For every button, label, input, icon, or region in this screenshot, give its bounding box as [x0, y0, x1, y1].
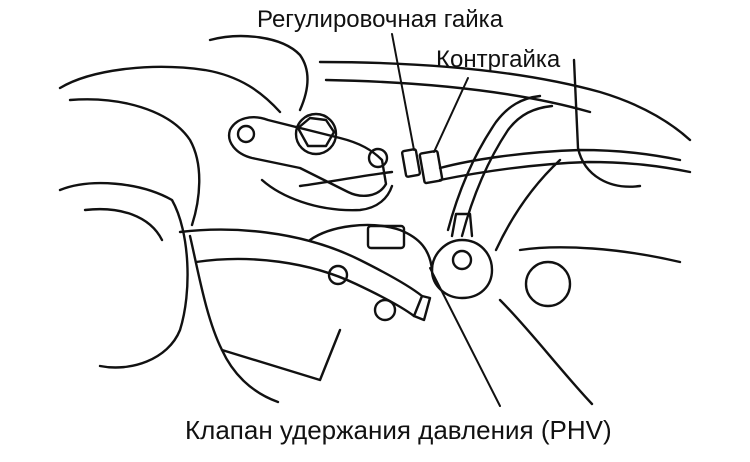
lower-right-cylinder — [518, 246, 682, 264]
label-lock-nut: Контргайка — [436, 46, 561, 73]
lever-pivot-nut — [296, 116, 336, 148]
leader-adjusting-nut — [391, 33, 415, 151]
housing-outline — [58, 65, 282, 114]
body-bolt-mid — [327, 264, 349, 286]
lower-right-body — [498, 298, 594, 406]
right-wall — [572, 58, 642, 188]
bracket-plate-lower — [194, 257, 416, 318]
left-boss-inner — [83, 208, 164, 242]
throttle-cable-end — [298, 170, 394, 188]
upper-right-casing-edge — [324, 78, 592, 114]
lever-cable-eye — [367, 147, 389, 169]
lever-eye-left — [236, 124, 256, 144]
phv-valve-neck — [450, 212, 474, 238]
central-tab — [366, 224, 406, 250]
right-pipe-3 — [494, 158, 562, 252]
bracket-plate-end — [412, 294, 432, 322]
upper-right-casing — [318, 60, 692, 142]
lever-lower-plate — [260, 178, 394, 212]
body-bolt-lower — [373, 298, 397, 322]
lower-left-block-edge — [220, 328, 342, 382]
cable-sheath-lower — [438, 160, 692, 182]
phv-valve-body — [430, 238, 494, 300]
leader-lock-nut — [433, 77, 469, 153]
label-adjusting-nut: Регулировочная гайка — [257, 6, 504, 33]
central-body — [308, 223, 434, 272]
throttle-lever-arm — [227, 116, 388, 197]
bracket-plate — [178, 228, 424, 298]
left-boss — [58, 181, 189, 369]
housing-bulge — [208, 34, 309, 112]
adjusting-nut-shape — [400, 148, 422, 178]
lever-pivot-washer — [294, 112, 338, 156]
label-pressure-holding-valve: Клапан удержания давления (PHV) — [185, 415, 612, 445]
cable-sheath — [438, 148, 682, 170]
right-pipe-2 — [460, 104, 554, 238]
right-pipe-1 — [446, 94, 542, 232]
leader-valve — [429, 267, 501, 407]
housing-inner-curve — [68, 98, 201, 227]
lock-nut-shape — [418, 149, 444, 185]
plug-cap — [524, 260, 572, 308]
phv-valve-port — [451, 249, 473, 271]
